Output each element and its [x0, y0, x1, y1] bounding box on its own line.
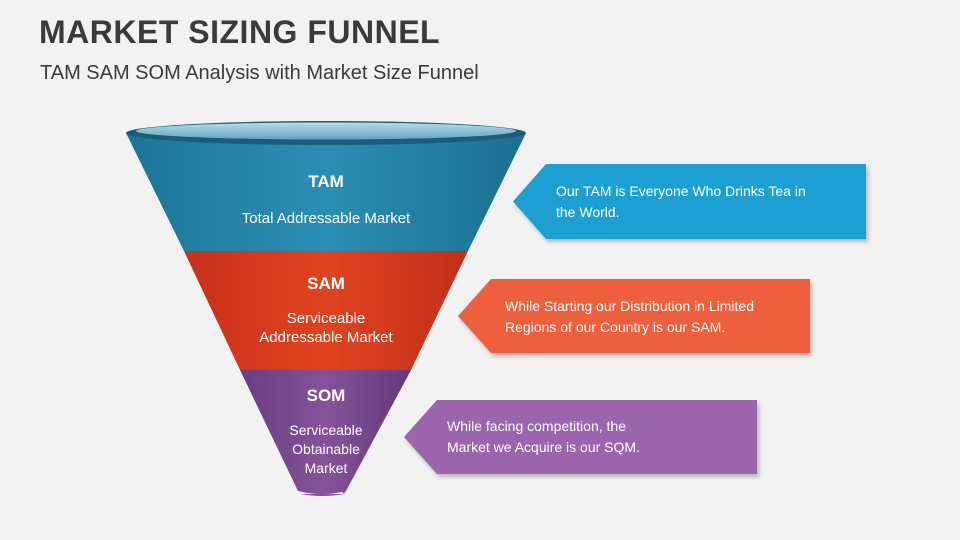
funnel-segment-tam: [126, 133, 526, 251]
callout-arrow-tam: [513, 164, 866, 239]
som-abbr: SOM: [306, 386, 346, 405]
som-full-line3: Market: [304, 460, 348, 476]
sam-abbr: SAM: [307, 274, 345, 293]
sam-callout-line2: Regions of our Country is our SAM.: [505, 319, 726, 335]
sam-full-line2: Addressable Market: [259, 329, 393, 346]
sam-callout-line1: While Starting our Distribution in Limit…: [505, 298, 754, 314]
page-subtitle: TAM SAM SOM Analysis with Market Size Fu…: [40, 62, 479, 84]
sam-full-name: Serviceable Addressable Market: [206, 309, 446, 347]
som-full-name: Serviceable Obtainable Market: [246, 421, 406, 478]
som-full-line2: Obtainable: [292, 441, 360, 457]
tam-full-name: Total Addressable Market: [241, 210, 411, 227]
sam-callout-text: While Starting our Distribution in Limit…: [505, 296, 805, 338]
tam-callout-line2: the World.: [556, 204, 620, 220]
som-callout-line2: Market we Acquire is our SQM.: [447, 439, 640, 455]
tam-abbr: TAM: [308, 172, 344, 191]
funnel-rim-inner: [136, 122, 516, 140]
som-callout-line1: While facing competition, the: [447, 418, 626, 434]
funnel-segment-sam: [184, 251, 468, 370]
som-callout-text: While facing competition, the Market we …: [447, 416, 747, 458]
som-full-line1: Serviceable: [289, 422, 363, 438]
tam-callout-text: Our TAM is Everyone Who Drinks Tea in th…: [556, 181, 856, 223]
sam-full-line1: Serviceable: [286, 310, 366, 327]
callout-arrow-sam: [458, 279, 810, 353]
page-title: MARKET SIZING FUNNEL: [39, 14, 441, 50]
callout-arrow-som: [404, 400, 757, 474]
tam-callout-line1: Our TAM is Everyone Who Drinks Tea in: [556, 183, 806, 199]
